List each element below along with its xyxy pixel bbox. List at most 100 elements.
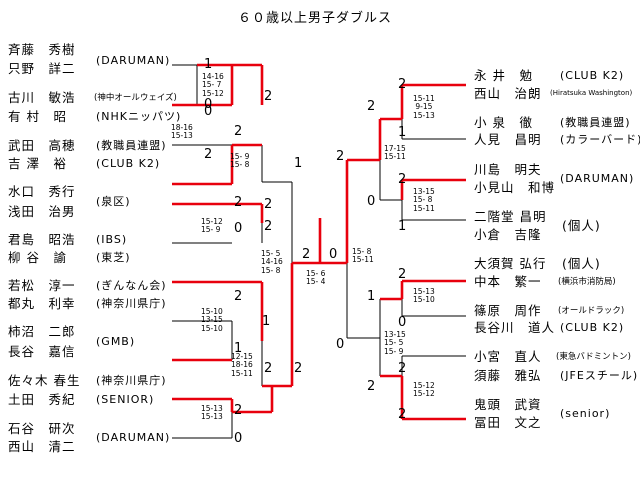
player-name: 篠原 周作 — [474, 303, 542, 318]
match-score: 0 — [398, 315, 407, 330]
team-name: (教職員連盟) — [96, 139, 167, 152]
player-name: 水口 秀行 — [8, 184, 76, 199]
game-scores: 15-11 9-15 15-13 — [413, 94, 435, 120]
final-game-scores: 15- 6 15- 4 — [306, 269, 326, 287]
final-left-score: 2 — [302, 247, 311, 262]
player-name: 人見 昌明 — [474, 132, 542, 147]
player-name: 土田 秀紀 — [8, 392, 76, 407]
bracket-red-lines — [172, 63, 466, 421]
game-scores: 15- 5 14-16 15- 8 — [261, 249, 283, 275]
team-name: (神中オールウェイズ) — [94, 93, 177, 103]
team-name: (神奈川県庁) — [96, 297, 167, 310]
player-name: 中本 繁一 — [474, 274, 542, 289]
game-scores: 15-12 15-12 — [413, 381, 435, 399]
match-score: 1 — [234, 341, 243, 356]
game-scores: 15-13 15-10 — [413, 287, 435, 305]
match-score: 2 — [234, 195, 243, 210]
player-name: 有 村 昭 — [8, 109, 67, 124]
match-score: 0 — [234, 221, 243, 236]
player-name: 冨田 文之 — [474, 415, 542, 430]
match-score: 2 — [234, 124, 243, 139]
match-score: 1 — [262, 314, 271, 329]
player-name: 川島 明夫 — [474, 162, 542, 177]
player-name: 大須賀 弘行 — [474, 256, 547, 271]
team-name: (個人) — [562, 218, 601, 233]
game-scores: 15-10 13-15 15-10 — [201, 307, 223, 333]
player-name: 君島 昭浩 — [8, 232, 76, 247]
match-score: 0 — [204, 97, 213, 112]
team-name: (ぎんなん会) — [96, 279, 167, 292]
player-name: 須藤 雅弘 — [474, 368, 542, 383]
team-name: (Hiratsuka Washington) — [550, 89, 633, 97]
final-right-score: 0 — [329, 247, 338, 262]
match-score: 2 — [336, 149, 345, 164]
player-name: 二階堂 昌明 — [474, 209, 547, 224]
page-title: ６０歳以上男子ダブルス — [238, 11, 393, 26]
team-name: (教職員連盟) — [560, 116, 631, 129]
match-score: 2 — [234, 289, 243, 304]
team-name: (CLUB K2) — [560, 321, 625, 334]
team-name: (東芝) — [96, 251, 131, 264]
match-score: 0 — [204, 104, 213, 119]
match-score: 1 — [398, 125, 407, 140]
team-name: (SENIOR) — [96, 393, 155, 406]
match-score: 2 — [367, 99, 376, 114]
player-name: 柳 谷 諭 — [8, 250, 67, 265]
game-scores: 15-13 15-13 — [201, 404, 223, 422]
player-name: 長谷 嘉信 — [8, 344, 76, 359]
match-score: 2 — [398, 77, 407, 92]
match-score: 0 — [367, 194, 376, 209]
player-name: 浅田 治男 — [8, 204, 76, 219]
match-score: 2 — [398, 172, 407, 187]
player-name: 只野 詳二 — [8, 61, 76, 76]
match-score: 0 — [336, 337, 345, 352]
player-name: 石谷 研次 — [8, 421, 76, 436]
team-name: (IBS) — [96, 233, 128, 246]
player-name: 小倉 吉隆 — [474, 227, 542, 242]
game-scores: 15- 8 15-11 — [352, 247, 374, 265]
team-name: (CLUB K2) — [96, 157, 161, 170]
match-score: 2 — [234, 403, 243, 418]
match-score: 2 — [367, 379, 376, 394]
player-name: 長谷川 道人 — [474, 320, 556, 335]
team-name: (JFEスチール) — [560, 369, 639, 382]
player-name: 永 井 勉 — [474, 68, 533, 83]
bracket-black-lines — [172, 64, 466, 439]
player-name: 武田 高穂 — [8, 138, 76, 153]
player-name: 西山 治朗 — [474, 86, 542, 101]
match-score: 1 — [367, 289, 376, 304]
match-score: 1 — [204, 57, 213, 72]
player-name: 古川 敏浩 — [8, 90, 76, 105]
player-name: 吉 澤 裕 — [8, 156, 67, 171]
match-score: 2 — [264, 219, 273, 234]
team-name: (DARUMAN) — [96, 54, 171, 67]
team-name: (泉区) — [96, 195, 131, 208]
match-score: 2 — [294, 361, 303, 376]
match-score: 2 — [398, 361, 407, 376]
team-name: (オールドラック) — [558, 306, 625, 316]
player-name: 小宮 直人 — [474, 349, 542, 364]
game-scores: 18-16 15-13 — [171, 123, 193, 141]
game-scores: 13-15 15- 5 15- 9 — [384, 330, 406, 356]
player-name: 西山 清二 — [8, 439, 76, 454]
team-name: (CLUB K2) — [560, 69, 625, 82]
game-scores: 17-15 15-11 — [384, 144, 406, 162]
player-name: 柿沼 二郎 — [8, 324, 76, 339]
match-score: 1 — [398, 219, 407, 234]
team-name: (DARUMAN) — [560, 172, 635, 185]
team-name: (senior) — [560, 407, 611, 420]
player-name: 佐々木 春生 — [8, 373, 81, 388]
match-score: 1 — [294, 156, 303, 171]
player-name: 小 泉 徹 — [474, 115, 533, 130]
team-name: (個人) — [562, 256, 601, 271]
game-scores: 15- 9 15- 8 — [230, 152, 250, 170]
player-name: 若松 淳一 — [8, 278, 76, 293]
match-score: 2 — [398, 267, 407, 282]
match-score: 2 — [264, 89, 273, 104]
match-score: 0 — [234, 431, 243, 446]
team-name: (NHKニッパツ) — [96, 110, 182, 123]
game-scores: 13-15 15- 8 15-11 — [413, 187, 435, 213]
team-name: (GMB) — [96, 335, 136, 348]
